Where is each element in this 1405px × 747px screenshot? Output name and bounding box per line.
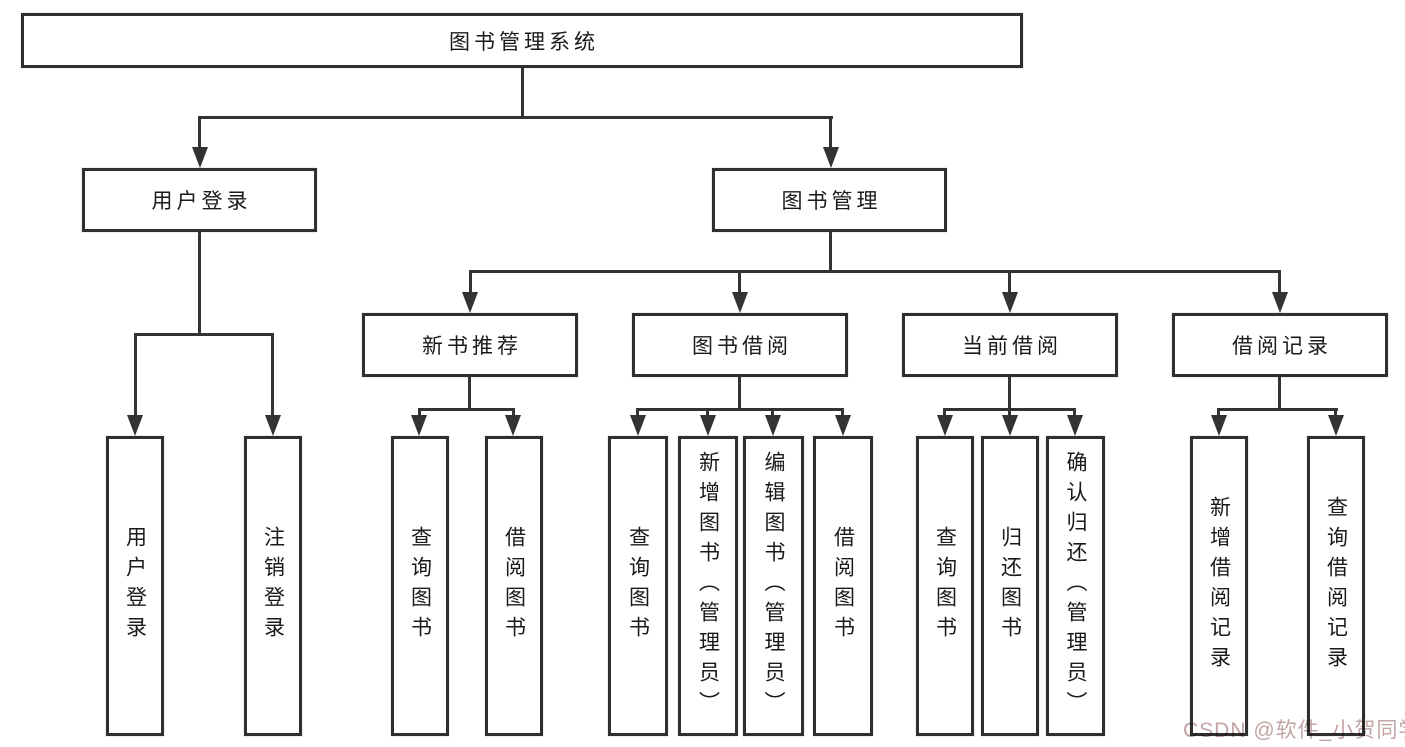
arrowhead-user-login [192, 147, 208, 168]
node-book-borrow: 图书借阅 [632, 313, 848, 377]
leaf-br-query-record-label: 查询借阅记录 [1324, 496, 1348, 676]
leaf-bb-add-book-admin-label: 新增图书（管理员） [696, 451, 720, 721]
leaf-bb-borrow-books: 借阅图书 [813, 436, 873, 736]
connector-drop-book-borrow [738, 270, 741, 294]
connector-drop-borrow-records [1278, 270, 1281, 294]
connector-drop-nb-borrow [512, 408, 515, 418]
connector-drop-book-mgmt [829, 116, 832, 150]
arrowhead-bb-edit [765, 415, 781, 436]
leaf-cb-query-books-label: 查询图书 [933, 526, 957, 646]
arrowhead-current-borrow [1002, 292, 1018, 313]
connector-drop-bb-add [706, 408, 709, 418]
node-borrow-records-label: 借阅记录 [1232, 335, 1332, 358]
leaf-nb-borrow-books: 借阅图书 [485, 436, 543, 736]
connector-user-login-stem [198, 232, 201, 335]
arrowhead-leaf-logout [265, 415, 281, 436]
arrowhead-bb-query [630, 415, 646, 436]
leaf-br-query-record: 查询借阅记录 [1307, 436, 1365, 736]
arrowhead-new-book [462, 292, 478, 313]
leaf-bb-add-book-admin: 新增图书（管理员） [678, 436, 738, 736]
connector-book-mgmt-rail [469, 270, 1281, 273]
connector-root-rail [198, 116, 833, 119]
arrowhead-book-borrow [732, 292, 748, 313]
leaf-cb-confirm-return-admin: 确认归还（管理员） [1046, 436, 1105, 736]
connector-drop-br-add [1217, 408, 1220, 418]
connector-current-borrow-stem [1008, 377, 1011, 410]
arrowhead-nb-query [411, 415, 427, 436]
leaf-cb-return-books-label: 归还图书 [998, 526, 1022, 646]
node-current-borrow-label: 当前借阅 [962, 335, 1062, 358]
connector-drop-cb-confirm [1073, 408, 1076, 418]
leaf-user-login: 用户登录 [106, 436, 164, 736]
connector-drop-leaf-login [134, 333, 137, 417]
arrowhead-cb-return [1002, 415, 1018, 436]
connector-book-mgmt-stem [829, 232, 832, 272]
arrowhead-br-add [1211, 415, 1227, 436]
node-new-book-recommend: 新书推荐 [362, 313, 578, 377]
leaf-bb-query-books: 查询图书 [608, 436, 668, 736]
leaf-logout-label: 注销登录 [261, 526, 285, 646]
leaf-nb-query-books: 查询图书 [391, 436, 449, 736]
arrowhead-nb-borrow [505, 415, 521, 436]
arrowhead-book-mgmt [823, 147, 839, 168]
leaf-br-add-record: 新增借阅记录 [1190, 436, 1248, 736]
connector-drop-cb-return [1008, 408, 1011, 418]
arrowhead-cb-query [937, 415, 953, 436]
node-user-login-label: 用户登录 [151, 190, 252, 213]
node-new-book-recommend-label: 新书推荐 [422, 335, 522, 358]
connector-drop-bb-borrow [841, 408, 844, 418]
node-book-borrow-label: 图书借阅 [692, 335, 792, 358]
connector-borrow-records-rail [1218, 408, 1338, 411]
connector-book-borrow-stem [738, 377, 741, 410]
node-root-system: 图书管理系统 [21, 13, 1023, 68]
leaf-cb-query-books: 查询图书 [916, 436, 974, 736]
arrowhead-cb-confirm [1067, 415, 1083, 436]
arrowhead-leaf-login [127, 415, 143, 436]
node-book-mgmt: 图书管理 [712, 168, 947, 232]
connector-drop-bb-query [636, 408, 639, 418]
node-current-borrow: 当前借阅 [902, 313, 1118, 377]
leaf-bb-edit-book-admin-label: 编辑图书（管理员） [762, 451, 785, 721]
connector-drop-current-borrow [1008, 270, 1011, 294]
leaf-logout: 注销登录 [244, 436, 302, 736]
connector-root-stem [521, 67, 524, 118]
arrowhead-bb-borrow [835, 415, 851, 436]
connector-drop-user-login [198, 116, 201, 150]
connector-drop-new-book [469, 270, 472, 294]
leaf-bb-query-books-label: 查询图书 [626, 526, 650, 646]
leaf-bb-borrow-books-label: 借阅图书 [831, 526, 855, 646]
leaf-cb-return-books: 归还图书 [981, 436, 1039, 736]
connector-new-book-stem [468, 377, 471, 410]
leaf-nb-query-books-label: 查询图书 [408, 526, 432, 646]
node-user-login: 用户登录 [82, 168, 317, 232]
connector-user-login-rail [134, 333, 274, 336]
arrowhead-bb-add [700, 415, 716, 436]
leaf-cb-confirm-return-admin-label: 确认归还（管理员） [1064, 451, 1087, 721]
connector-book-borrow-rail [637, 408, 843, 411]
csdn-watermark: CSDN @软件_小贺同学 [1183, 719, 1405, 742]
arrowhead-br-query [1328, 415, 1344, 436]
arrowhead-borrow-records [1272, 292, 1288, 313]
connector-drop-cb-query [943, 408, 946, 418]
node-root-system-label: 图书管理系统 [449, 30, 599, 54]
leaf-nb-borrow-books-label: 借阅图书 [502, 526, 526, 646]
connector-drop-leaf-logout [271, 333, 274, 417]
node-book-mgmt-label: 图书管理 [781, 190, 882, 213]
connector-drop-br-query [1334, 408, 1337, 418]
connector-drop-bb-edit [771, 408, 774, 418]
leaf-user-login-label: 用户登录 [123, 526, 147, 646]
connector-borrow-records-stem [1278, 377, 1281, 410]
node-borrow-records: 借阅记录 [1172, 313, 1388, 377]
leaf-bb-edit-book-admin: 编辑图书（管理员） [743, 436, 804, 736]
connector-drop-nb-query [418, 408, 421, 418]
connector-new-book-rail [418, 408, 515, 411]
leaf-br-add-record-label: 新增借阅记录 [1207, 496, 1231, 676]
